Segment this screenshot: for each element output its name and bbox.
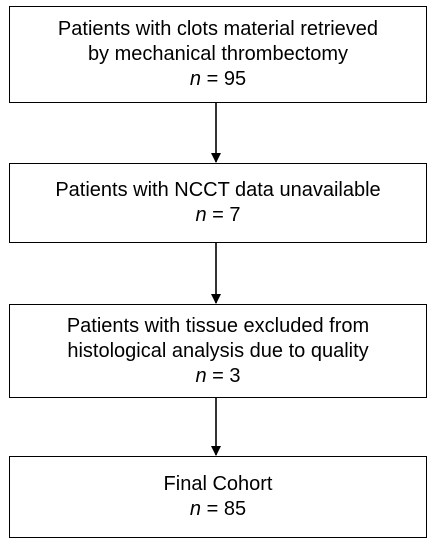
step-text-line: Patients with tissue excluded from <box>66 314 370 337</box>
n-value: = 7 <box>212 204 241 226</box>
n-value: = 85 <box>206 498 247 520</box>
step-count: n = 95 <box>190 67 246 92</box>
n-symbol: n <box>195 204 207 226</box>
n-symbol: n <box>195 364 207 387</box>
step-text-line: Final Cohort <box>163 473 273 495</box>
n-value: = 95 <box>206 68 247 90</box>
step-count: n = 85 <box>190 497 246 522</box>
step-box-final-cohort: Final Cohort n = 85 <box>9 456 427 538</box>
step-box-ncct-unavailable: Patients with NCCT data unavailable n = … <box>9 163 427 243</box>
step-box-clots-retrieved: Patients with clots material retrieved b… <box>9 6 427 103</box>
step-count: n = 7 <box>195 203 240 228</box>
step-text-line: histological analysis due to quality <box>67 339 369 362</box>
step-count: n = 3 <box>195 364 240 389</box>
n-value: = 3 <box>212 364 241 387</box>
step-box-tissue-excluded: Patients with tissue excluded from histo… <box>9 304 427 398</box>
n-symbol: n <box>189 68 202 90</box>
step-text-line: Patients with clots material retrieved <box>57 18 379 40</box>
n-symbol: n <box>189 498 202 520</box>
step-text-line: by mechanical thrombectomy <box>87 43 349 65</box>
step-text-line: Patients with NCCT data unavailable <box>55 179 381 201</box>
